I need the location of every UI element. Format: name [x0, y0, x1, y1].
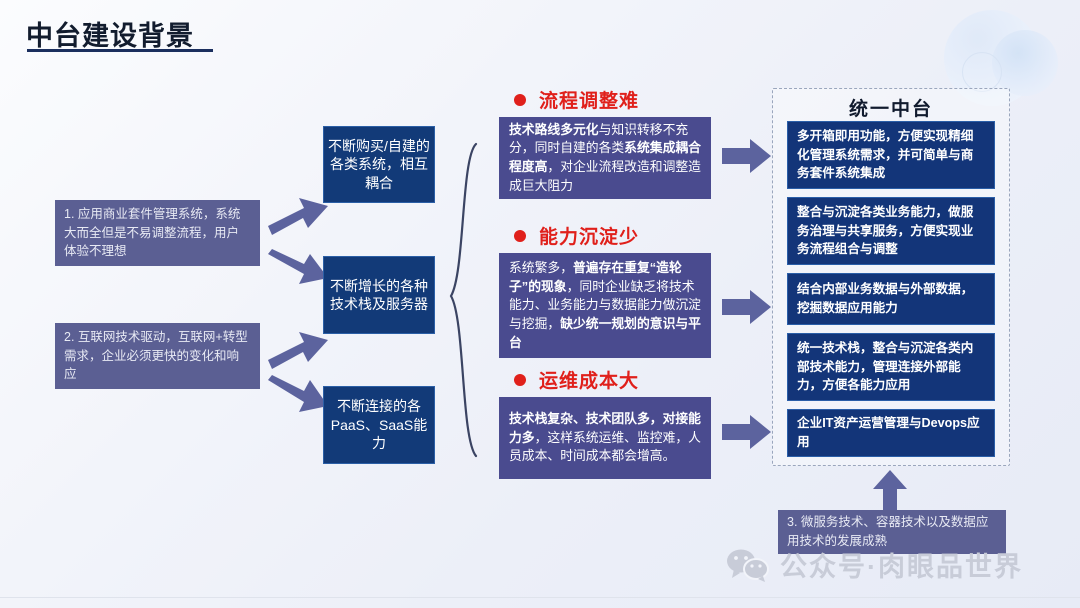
driver-box-2-label: 2. 互联网技术驱动，互联网+转型需求，企业必须更快的变化和响应	[64, 329, 248, 382]
problem-body-2: 系统繁多，普遍存在重复“造轮子”的现象，同时企业缺乏将技术能力、业务能力与数据能…	[499, 253, 711, 358]
problem-body-3: 技术栈复杂、技术团队多，对接能力多，这样系统运维、监控难，人员成本、时间成本都会…	[499, 397, 711, 479]
arrow-enabler-to-unified	[873, 470, 907, 514]
enabler-box: 3. 微服务技术、容器技术以及数据应用技术的发展成熟	[778, 510, 1006, 554]
bottom-divider	[0, 597, 1080, 598]
problem-body-2-text: 系统繁多，普遍存在重复“造轮子”的现象，同时企业缺乏将技术能力、业务能力与数据能…	[509, 259, 701, 350]
capability-box-5: 企业IT资产运营管理与Devops应用	[787, 409, 995, 457]
bullet-dot-icon-2	[514, 229, 526, 242]
arrow-problem3-to-unified	[722, 415, 771, 449]
problem-heading-1: 流程调整难	[514, 86, 639, 113]
capability-box-3-label: 结合内部业务数据与外部数据，挖掘数据应用能力	[797, 282, 974, 315]
capability-box-1: 多开箱即用功能，方便实现精细化管理系统需求，并可简单与商务套件系统集成	[787, 121, 995, 189]
capability-box-2-label: 整合与沉淀各类业务能力，做服务治理与共享服务，方便实现业务流程组合与调整	[797, 204, 974, 257]
unified-platform-title: 统一中台	[848, 99, 933, 120]
decorative-circle-medium	[992, 30, 1058, 96]
arrow-driver1-to-symptom2	[268, 249, 328, 284]
arrow-driver1-to-symptom1	[268, 198, 328, 235]
wechat-icon	[727, 549, 769, 582]
arrow-driver2-to-symptom2	[268, 332, 328, 369]
enabler-box-label: 3. 微服务技术、容器技术以及数据应用技术的发展成熟	[787, 515, 989, 548]
problem-heading-1-label: 流程调整难	[539, 91, 640, 112]
arrow-problem1-to-unified	[722, 139, 771, 173]
capability-box-1-label: 多开箱即用功能，方便实现精细化管理系统需求，并可简单与商务套件系统集成	[797, 128, 974, 181]
capability-box-2: 整合与沉淀各类业务能力，做服务治理与共享服务，方便实现业务流程组合与调整	[787, 197, 995, 265]
bullet-dot-icon-1	[514, 93, 526, 106]
bullet-dot-icon-3	[514, 373, 526, 386]
capability-box-5-label: 企业IT资产运营管理与Devops应用	[797, 416, 980, 449]
symptom-box-2: 不断增长的各种技术栈及服务器	[323, 256, 435, 334]
arrow-driver2-to-symptom3	[268, 375, 328, 412]
grouping-brace	[449, 142, 478, 458]
problem-heading-3: 运维成本大	[514, 366, 639, 393]
symptom-box-3-label: 不断连接的各PaaS、SaaS能力	[330, 398, 428, 452]
problem-body-3-text: 技术栈复杂、技术团队多，对接能力多，这样系统运维、监控难，人员成本、时间成本都会…	[509, 410, 701, 464]
symptom-box-1: 不断购买/自建的各类系统，相互耦合	[323, 126, 435, 203]
arrow-problem2-to-unified	[722, 290, 771, 324]
driver-box-2: 2. 互联网技术驱动，互联网+转型需求，企业必须更快的变化和响应	[55, 323, 260, 389]
symptom-box-2-label: 不断增长的各种技术栈及服务器	[330, 277, 428, 312]
symptom-box-1-label: 不断购买/自建的各类系统，相互耦合	[328, 137, 430, 191]
driver-box-1: 1. 应用商业套件管理系统，系统大而全但是不易调整流程，用户体验不理想	[55, 200, 260, 266]
problem-heading-2: 能力沉淀少	[514, 222, 639, 249]
problem-body-1: 技术路线多元化与知识转移不充分，同时自建的各类系统集成耦合程度高，对企业流程改造…	[499, 117, 711, 199]
watermark: 公众号·肉眼品世界	[726, 545, 1023, 584]
problem-body-1-text: 技术路线多元化与知识转移不充分，同时自建的各类系统集成耦合程度高，对企业流程改造…	[509, 121, 701, 193]
capability-box-4: 统一技术栈，整合与沉淀各类内部技术能力，管理连接外部能力，方便各能力应用	[787, 333, 995, 401]
capability-box-3: 结合内部业务数据与外部数据，挖掘数据应用能力	[787, 273, 995, 325]
watermark-label: 公众号·肉眼品世界	[780, 552, 1023, 582]
driver-box-1-label: 1. 应用商业套件管理系统，系统大而全但是不易调整流程，用户体验不理想	[64, 206, 241, 259]
capability-box-4-label: 统一技术栈，整合与沉淀各类内部技术能力，管理连接外部能力，方便各能力应用	[797, 340, 974, 393]
decorative-circle-outline	[962, 52, 1002, 92]
problem-heading-2-label: 能力沉淀少	[539, 227, 640, 248]
page-title: 中台建设背景	[26, 21, 194, 51]
problem-heading-3-label: 运维成本大	[539, 371, 640, 392]
symptom-box-3: 不断连接的各PaaS、SaaS能力	[323, 386, 435, 464]
title-underline	[27, 49, 213, 52]
